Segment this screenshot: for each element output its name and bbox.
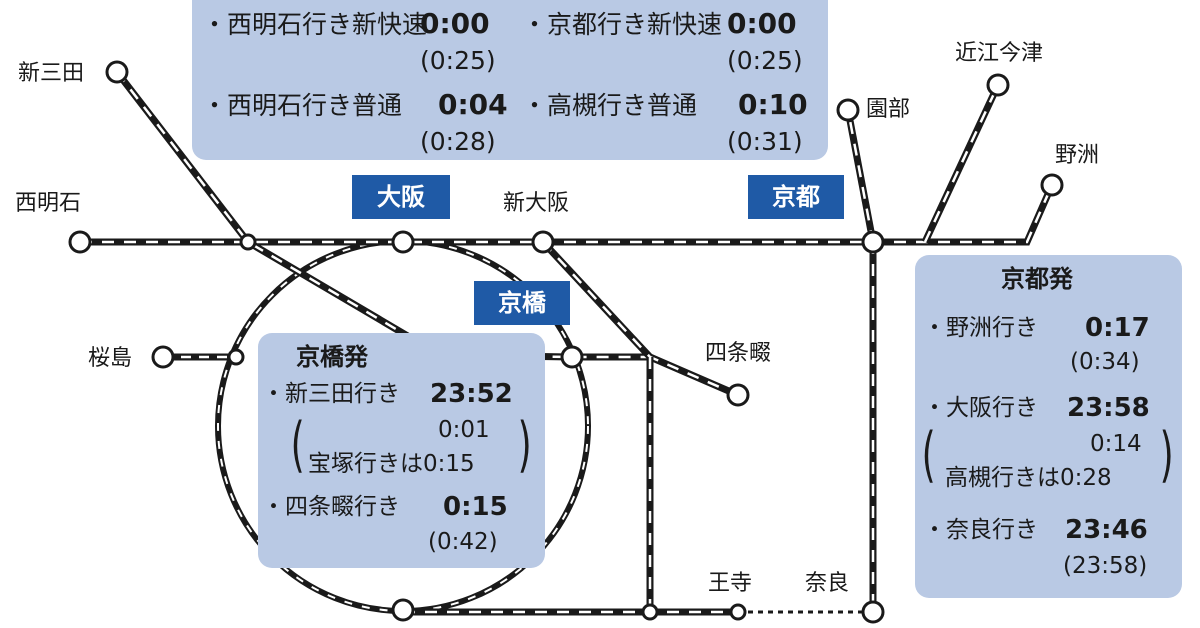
label-shin-osaka: 新大阪	[503, 191, 569, 216]
kyoto-entry-0-sub: (0:34)	[1070, 349, 1140, 375]
station-nara	[861, 600, 885, 624]
kyobashi-entry-0-sub2: 宝塚行きは0:15	[308, 451, 475, 477]
station-yasu	[1040, 173, 1064, 197]
kyoto-entry-2-dest: ・奈良行き	[923, 517, 1038, 543]
label-nara: 奈良	[805, 571, 849, 596]
kyobashi-entry-1-dest: ・四条畷行き	[262, 494, 400, 520]
label-yasu: 野洲	[1055, 143, 1099, 168]
label-shin-sanda: 新三田	[18, 61, 84, 86]
hub-kyoto-label: 京都	[748, 175, 844, 219]
kyoto-entry-1-time: 23:58	[1067, 393, 1150, 423]
kyobashi-panel-title: 京橋発	[296, 343, 368, 371]
osaka-right-1-sub: (0:31)	[727, 127, 803, 156]
kyoto-entry-1-sub2: 高槻行きは0:28	[945, 465, 1112, 491]
station-nishikujo	[227, 348, 245, 366]
station-omi-imazu	[986, 73, 1010, 97]
kyoto-entry-1-sub1: 0:14	[1090, 431, 1142, 457]
kyoto-paren-open: (	[921, 420, 936, 490]
osaka-right-0-sub: (0:25)	[727, 46, 803, 75]
osaka-departures-panel: ・西明石行き新快速 0:00 (0:25) ・西明石行き普通 0:04 (0:2…	[192, 0, 828, 160]
kyoto-panel-title: 京都発	[1001, 265, 1073, 293]
station-shijonawate	[726, 383, 750, 407]
kyoto-entry-0-dest: ・野洲行き	[923, 315, 1038, 341]
station-shin-osaka	[531, 230, 555, 254]
station-kyuhoji	[641, 603, 659, 621]
label-nishi-akashi: 西明石	[15, 191, 81, 216]
label-shijonawate: 四条畷	[705, 341, 771, 366]
sagano-line	[844, 109, 877, 243]
osaka-left-0-sub: (0:25)	[420, 46, 496, 75]
kyobashi-paren-open: (	[290, 410, 305, 480]
station-sakurajima	[151, 345, 175, 369]
kyobashi-paren-close: )	[517, 410, 532, 480]
osaka-left-0-time: 0:00	[420, 7, 490, 40]
kyobashi-entry-0-dest: ・新三田行き	[262, 381, 400, 407]
hub-osaka-label: 大阪	[352, 175, 450, 219]
kyoto-entry-1-dest: ・大阪行き	[923, 395, 1038, 421]
kyoto-departures-panel: 京都発 ・野洲行き 0:17 (0:34) ・大阪行き 23:58 ( 0:14…	[915, 255, 1182, 598]
label-oji: 王寺	[708, 571, 752, 596]
station-shin-sanda	[105, 60, 129, 84]
station-nishi-akashi	[68, 230, 92, 254]
label-sakurajima: 桜島	[88, 346, 132, 371]
kyobashi-entry-1-sub: (0:42)	[428, 529, 498, 555]
kosei-line	[921, 83, 1002, 244]
station-oji	[729, 603, 747, 621]
station-amagasaki	[239, 233, 257, 251]
kyoto-entry-2-sub: (23:58)	[1063, 553, 1148, 579]
tokaido-main-line	[80, 183, 1056, 246]
label-omi-imazu: 近江今津	[955, 41, 1043, 66]
kyoto-entry-2-time: 23:46	[1065, 515, 1148, 545]
kyobashi-departures-panel: 京橋発 ・新三田行き 23:52 ( 0:01 宝塚行きは0:15 ) ・四条畷…	[258, 333, 545, 568]
kyobashi-entry-0-sub1: 0:01	[438, 417, 490, 443]
osaka-left-1-time: 0:04	[438, 88, 508, 121]
osaka-right-1-dest: ・高槻行き普通	[522, 91, 698, 120]
osaka-left-0-dest: ・西明石行き新快速	[202, 10, 428, 39]
osaka-right-0-dest: ・京都行き新快速	[522, 10, 723, 39]
kyoto-paren-close: )	[1159, 420, 1174, 490]
station-kyobashi	[560, 345, 584, 369]
osaka-right-0-time: 0:00	[727, 7, 797, 40]
station-tennoji	[391, 598, 415, 622]
kyobashi-entry-0-time: 23:52	[430, 379, 513, 409]
station-osaka	[391, 230, 415, 254]
station-kyoto	[861, 230, 885, 254]
osaka-right-1-time: 0:10	[738, 88, 808, 121]
label-sonobe: 園部	[866, 97, 910, 122]
station-sonobe	[836, 98, 860, 122]
osaka-left-1-dest: ・西明石行き普通	[202, 91, 403, 120]
kyobashi-entry-1-time: 0:15	[443, 492, 508, 522]
kyoto-entry-0-time: 0:17	[1085, 313, 1150, 343]
osaka-higashi-line	[540, 239, 740, 399]
hub-kyobashi-label: 京橋	[474, 281, 570, 325]
osaka-left-1-sub: (0:28)	[420, 127, 496, 156]
